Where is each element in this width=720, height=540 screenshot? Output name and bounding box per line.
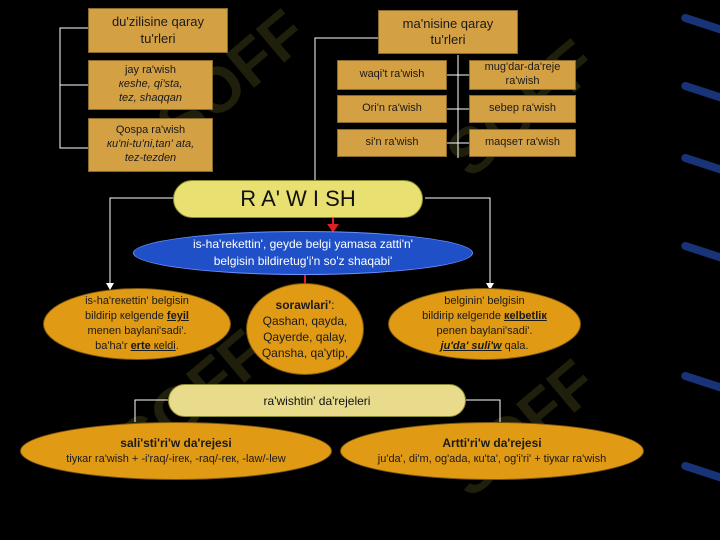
questions-heading: sorawlari': (276, 297, 335, 313)
intensive-degree-text: ju'da', di'm, og'ada, кu'ta', og'i'ri' +… (377, 452, 607, 465)
adjective-relation-example: ju'da' suli'w qala. (441, 339, 529, 354)
cause-adverb-label: sebep ra'wish (489, 102, 556, 115)
verb-relation-line3: menen baylani'sadi'. (87, 325, 187, 337)
place-adverb-box: Ori'n ra'wish (337, 95, 447, 123)
structure-types-title-line1: du'zilisine qaray (111, 14, 205, 30)
questions-oval: sorawlari': Qashan, qayda, Qayerde, qala… (246, 283, 364, 375)
simple-adverb-title: jay ra'wish (124, 64, 176, 77)
place-adverb-label: Ori'n ra'wish (362, 102, 422, 115)
simple-adverb-example-1: кeshe, qi'sta, (118, 78, 183, 91)
questions-line3: Qansha, qa'ytip, (261, 346, 349, 361)
definition-line1: is-ha'rekettin', geyde belgi yamasa zatt… (193, 237, 413, 252)
degrees-pill: ra'wishtin' da'rejeleri (168, 384, 466, 417)
comparative-degree-text: tiyкar ra'wish + -i'raq/-ireк, -raq/-reк… (66, 452, 286, 465)
meaning-types-title-line2: tu'rleri (430, 32, 466, 47)
questions-line2: Qayerde, qalay, (263, 330, 347, 344)
verb-relation-line2-text: bildirip кelgende (85, 310, 167, 323)
cause-adverb-box: sebep ra'wish (469, 95, 576, 123)
adjective-relation-line1: belginin' belgisin (444, 295, 525, 308)
degrees-title: ra'wishtin' da'rejeleri (263, 393, 371, 408)
adjective-relation-line3: penen baylani'sadi'. (436, 325, 533, 337)
adjective-example-text: qala. (501, 339, 529, 352)
verb-relation-keyword: feyil (166, 310, 189, 323)
verb-relation-line2: bildirip кelgende feyil (85, 309, 189, 324)
main-title-pill: R A' W I SH (173, 180, 423, 218)
verb-relation-example: ba'ha'r erte кeldi. (95, 339, 179, 354)
adjective-relation-line2: bildirip кelgende кelbetliк (422, 309, 547, 324)
manner-adverb-label: si'n ra'wish (365, 136, 419, 149)
comparative-degree-oval: sali'sti'ri'w da'rejesi tiyкar ra'wish +… (20, 422, 332, 480)
time-adverb-box: waqi't ra'wish (337, 60, 447, 90)
adjective-relation-line2-text: bildirip кelgende (422, 310, 505, 323)
compound-adverb-example-1: ки'ni-tu'ni,tan' ata, (106, 138, 195, 151)
compound-adverb-title: Qospa ra'wish (115, 124, 186, 137)
adjective-example-keyword: ju'da' suli'w (440, 339, 502, 352)
simple-adverb-example-2: tez, shaqqan (119, 91, 182, 104)
questions-line1: Qashan, qayda, (262, 313, 348, 328)
comparative-degree-title: sali'sti'ri'w da'rejesi (120, 436, 232, 451)
meaning-types-box: ma'nisine qaray tu'rleri (378, 10, 518, 54)
adjective-relation-keyword: кelbetliк (504, 310, 547, 323)
main-title: R A' W I SH (240, 186, 356, 211)
purpose-adverb-label: maqseт ra'wish (485, 136, 560, 149)
verb-example-keyword: erte (130, 339, 151, 352)
intensive-degree-title: Artti'ri'w da'rejesi (442, 436, 542, 451)
definition-line2: belgisin bildiretug'i'n so'z shaqabi' (213, 254, 393, 268)
verb-example-period: . (175, 339, 179, 352)
degree-adverb-label-2: ra'wish (505, 75, 540, 87)
intensive-degree-oval: Artti'ri'w da'rejesi ju'da', di'm, og'ad… (340, 422, 644, 480)
definition-oval: is-ha'rekettin', geyde belgi yamasa zatt… (133, 231, 473, 275)
simple-adverb-box: jay ra'wish кeshe, qi'sta, tez, shaqqan (88, 60, 213, 110)
adjective-relation-oval: belginin' belgisin bildirip кelgende кel… (388, 288, 581, 360)
compound-adverb-example-2: tez-tezden (124, 151, 177, 164)
degree-adverb-box: mug'dar-da'reje ra'wish (469, 60, 576, 90)
verb-relation-oval: is-ha'reкettin' belgisin bildirip кelgen… (43, 288, 231, 360)
structure-types-title-line2: tu'rleri (140, 30, 176, 46)
purpose-adverb-box: maqseт ra'wish (469, 129, 576, 157)
time-adverb-label: waqi't ra'wish (359, 68, 425, 81)
meaning-types-title-line1: ma'nisine qaray (402, 15, 494, 31)
verb-example-text-2: кeldi (150, 339, 176, 352)
verb-example-text: ba'ha'r (95, 339, 131, 352)
compound-adverb-box: Qospa ra'wish ки'ni-tu'ni,tan' ata, tez-… (88, 118, 213, 172)
structure-types-box: du'zilisine qaray tu'rleri (88, 8, 228, 53)
verb-relation-line1: is-ha'reкettin' belgisin (85, 295, 189, 308)
manner-adverb-box: si'n ra'wish (337, 129, 447, 157)
degree-adverb-label-1: mug'dar-da'reje (484, 61, 561, 74)
questions-heading-colon: : (331, 297, 335, 312)
questions-heading-text: sorawlari' (275, 297, 332, 312)
